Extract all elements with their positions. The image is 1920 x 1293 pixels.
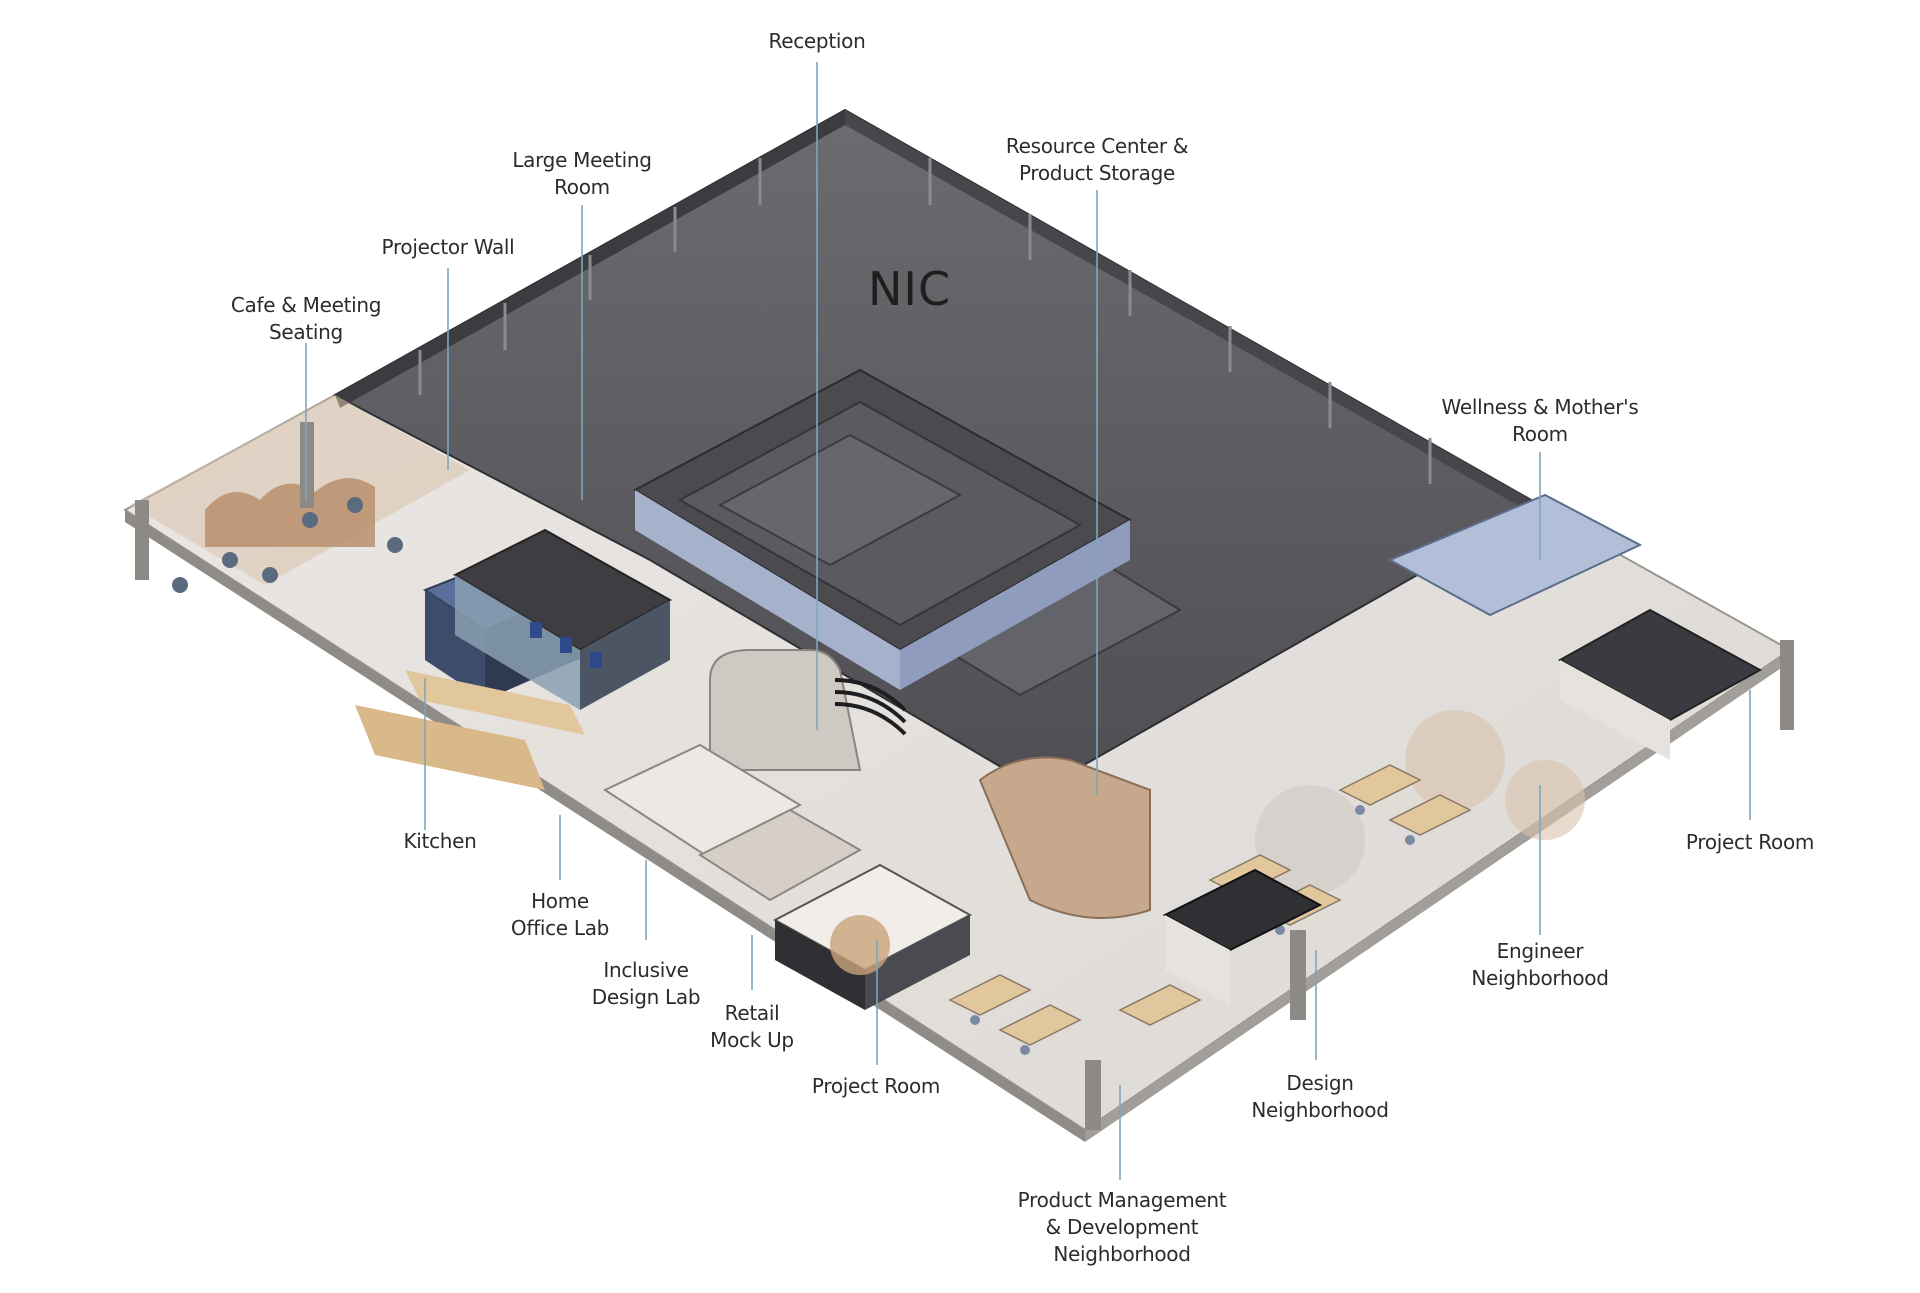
label-engineer-neighborhood: Engineer Neighborhood <box>1471 939 1609 990</box>
workstation-neighborhoods <box>948 710 1585 1130</box>
label-project-room-front: Project Room <box>811 1074 941 1098</box>
label-projector-wall: Projector Wall <box>381 235 515 259</box>
cafe-zone <box>130 395 470 593</box>
front-labs <box>602 743 973 1010</box>
label-project-room-right: Project Room <box>1685 830 1815 854</box>
label-wellness: Wellness & Mother's Room <box>1441 395 1639 446</box>
label-home-office-lab: Home Office Lab <box>510 889 610 940</box>
label-large-meeting-room: Large Meeting Room <box>512 148 652 199</box>
leader-lines <box>305 62 1751 1180</box>
right-rooms <box>1387 493 1794 760</box>
building-label: NIC <box>868 262 952 316</box>
label-kitchen: Kitchen <box>403 829 477 853</box>
central-core <box>632 368 1183 697</box>
label-inclusive-design-lab: Inclusive Design Lab <box>591 958 701 1009</box>
label-reception: Reception <box>768 29 866 53</box>
reception-block <box>709 649 1151 919</box>
label-retail-mock-up: Retail Mock Up <box>710 1001 794 1052</box>
label-cafe: Cafe & Meeting Seating <box>230 293 382 344</box>
label-design-neighborhood: Design Neighborhood <box>1251 1071 1389 1122</box>
label-resource-center: Resource Center & Product Storage <box>1005 134 1189 185</box>
label-product-management: Product Management & Development Neighbo… <box>1017 1188 1227 1266</box>
large-meeting-room-block <box>452 528 673 710</box>
